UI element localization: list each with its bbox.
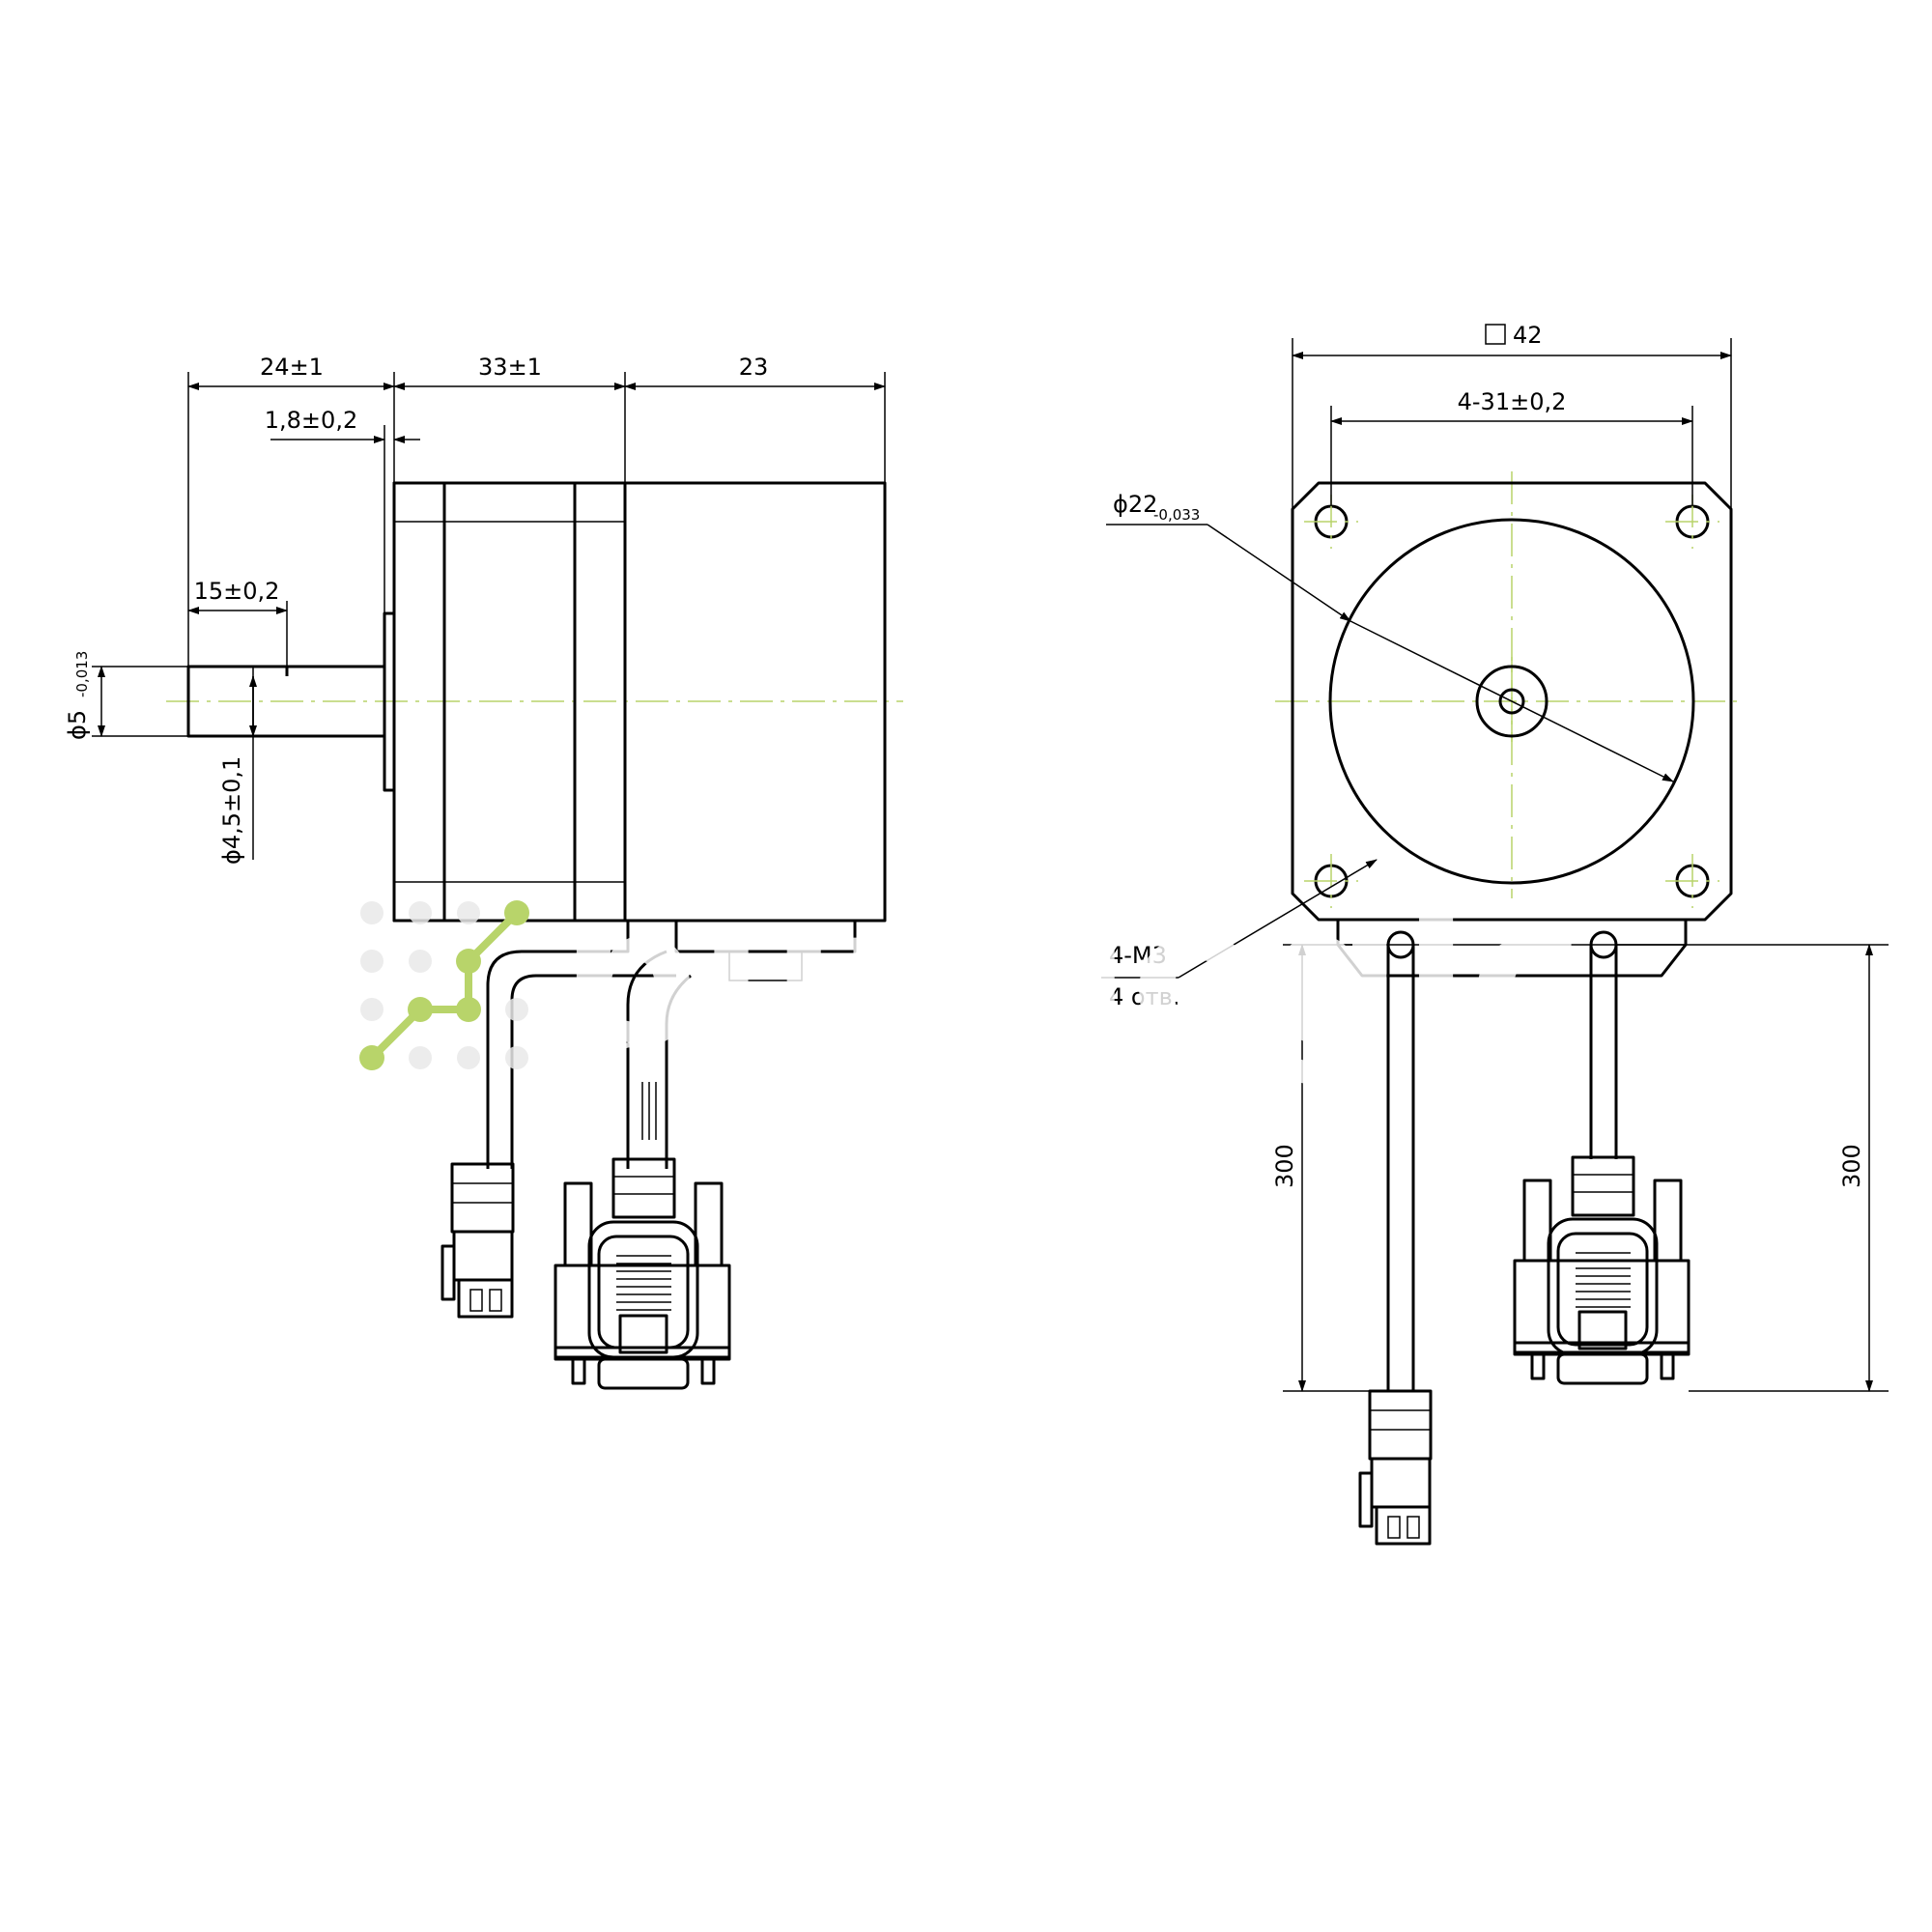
dim-cover-length: 23 xyxy=(739,354,769,381)
watermark-word: purelogic xyxy=(560,865,1584,1090)
motor-body xyxy=(392,481,887,981)
thread-note: 4-M3 xyxy=(1109,942,1167,969)
dim-flange-thickness: 1,8±0,2 xyxy=(265,407,357,434)
watermark-dots xyxy=(360,901,528,1069)
watermark-tagline: research & development xyxy=(613,1027,1290,1074)
shaft-end xyxy=(1498,688,1525,715)
motor-boss-circle xyxy=(1328,518,1695,885)
side-dimensions: 24±1 33±1 23 1,8±0,2 15±0,2 ϕ5 -0,013 ϕ4… xyxy=(64,354,886,865)
dim-shaft-length: 24±1 xyxy=(260,354,324,381)
dim-cable-length-right: 300 xyxy=(1838,1144,1865,1188)
dim-body-length: 33±1 xyxy=(478,354,542,381)
dim-hole-spacing: 4-31±0,2 xyxy=(1458,388,1567,415)
dsub-front-grip-lines xyxy=(1576,1252,1631,1308)
dim-shaft-diameter: ϕ5 xyxy=(64,710,91,740)
dim-cable-length-left: 300 xyxy=(1271,1144,1298,1188)
front-cables xyxy=(1386,945,1618,1391)
watermark-accent-graph xyxy=(359,900,529,1070)
dim-flat-length: 15±0,2 xyxy=(194,578,280,605)
front-view: 42 4-31±0,2 ϕ22 -0,033 4-M3 4 отв. 300 xyxy=(1101,322,1889,1546)
front-dimensions: 42 4-31±0,2 ϕ22 -0,033 4-M3 4 отв. 300 xyxy=(1101,322,1889,1392)
dim-flat-diameter: ϕ4,5±0,1 xyxy=(218,756,245,865)
square-symbol xyxy=(1485,324,1506,345)
dsub-connector-side xyxy=(554,1157,731,1390)
dim-shaft-diameter-tolerance: -0,013 xyxy=(73,651,91,697)
side-view: 24±1 33±1 23 1,8±0,2 15±0,2 ϕ5 -0,013 ϕ4… xyxy=(64,354,903,1390)
dsub-connector-front xyxy=(1513,1155,1690,1385)
dim-square-size: 42 xyxy=(1513,322,1543,349)
thread-note-count: 4 отв. xyxy=(1109,983,1179,1010)
purelogic-watermark: purelogic research & development xyxy=(359,865,1584,1090)
side-cables xyxy=(486,921,692,1169)
dim-boss-diameter: ϕ22 xyxy=(1113,491,1157,518)
cable-housing xyxy=(1336,920,1688,978)
mounting-holes xyxy=(1304,495,1719,908)
small-connector-front xyxy=(1358,1389,1433,1546)
motor-flange-square xyxy=(1291,481,1733,922)
dim-boss-diameter-tolerance: -0,033 xyxy=(1153,506,1200,524)
small-connector xyxy=(440,1162,515,1319)
dsub-grip-lines xyxy=(616,1255,671,1311)
shaft-boss xyxy=(1475,665,1548,738)
